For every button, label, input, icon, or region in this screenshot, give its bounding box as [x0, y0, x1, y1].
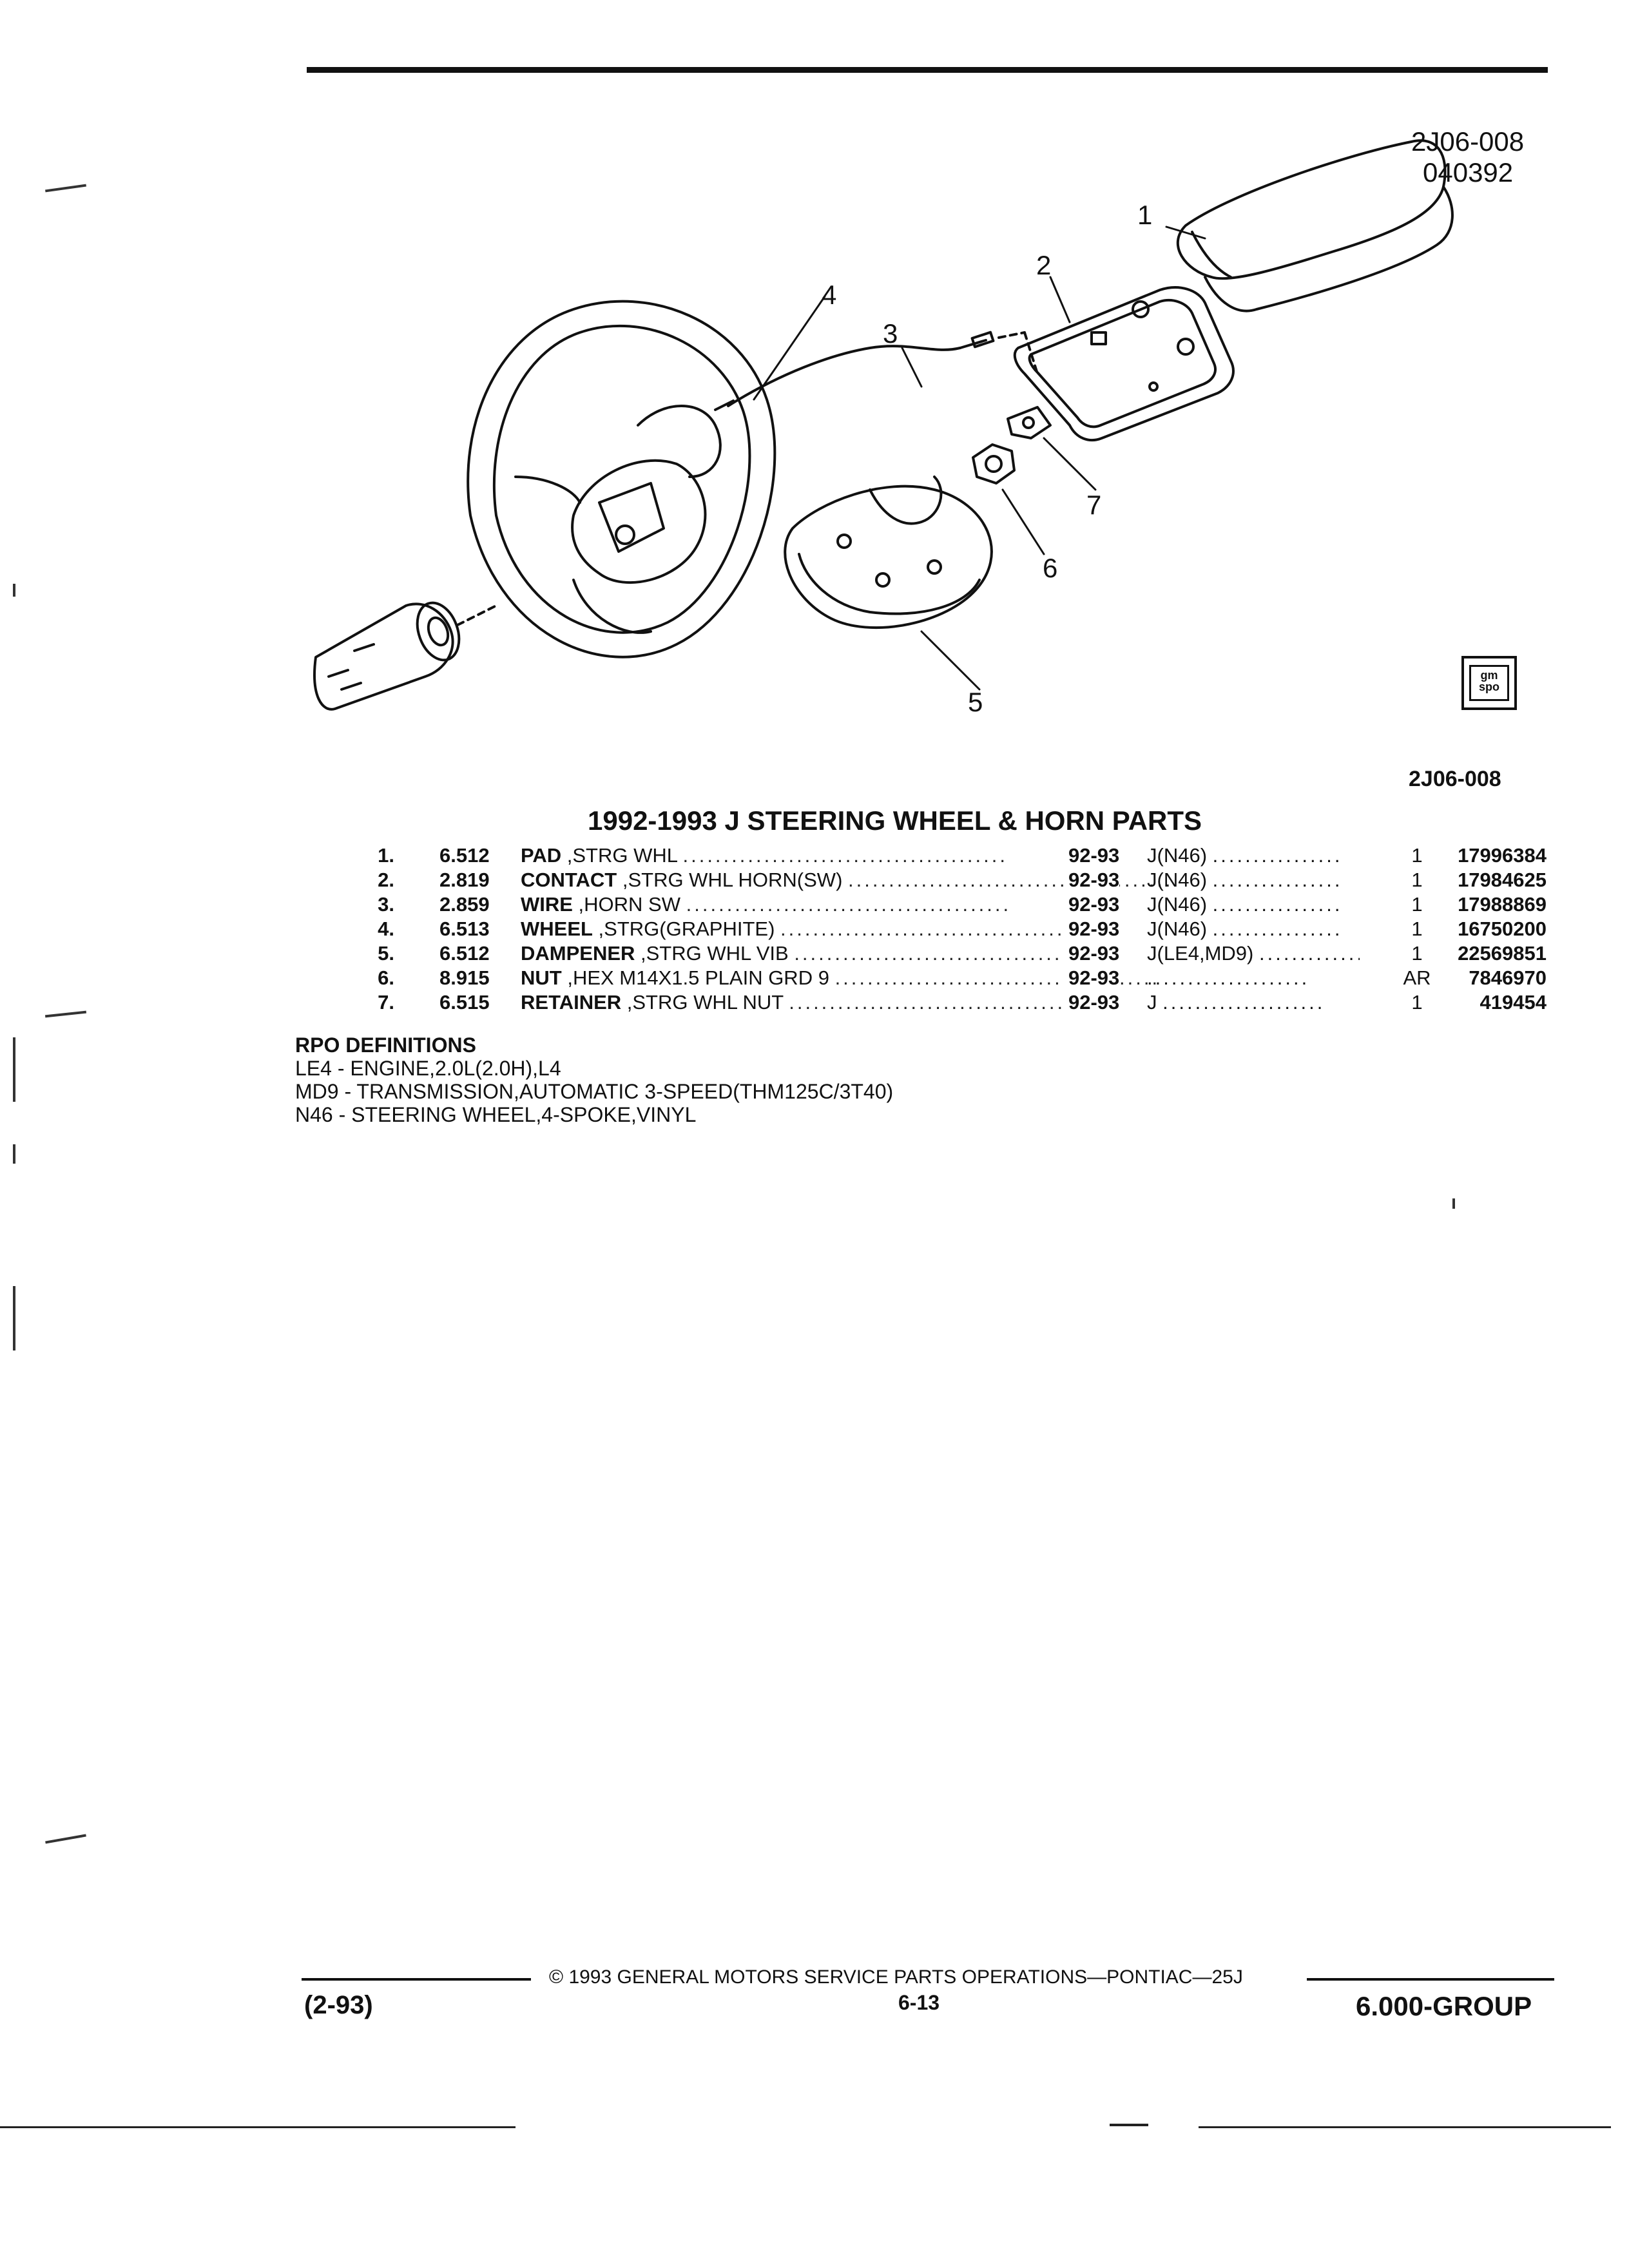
rpo-heading: RPO DEFINITIONS	[295, 1033, 476, 1057]
scan-line-bottom-left	[0, 2126, 516, 2128]
page-number: 6-13	[898, 1991, 940, 2014]
margin-mark	[13, 1144, 15, 1164]
parts-list: 1. 6.512 PAD ,STRG WHL .................…	[316, 844, 1559, 1015]
parts-row: 2. 2.819 CONTACT ,STRG WHL HORN(SW) ....…	[378, 869, 1547, 892]
parts-row: 7. 6.515 RETAINER ,STRG WHL NUT ........…	[378, 991, 1547, 1014]
rpo-item: MD9 - TRANSMISSION,AUTOMATIC 3-SPEED(THM…	[295, 1080, 894, 1103]
diagram-id-line2: 040392	[1423, 157, 1514, 187]
contact-part	[1013, 286, 1235, 442]
scan-line-bottom-right	[1199, 2126, 1611, 2128]
margin-mark	[13, 1286, 15, 1350]
retainer-part	[1007, 406, 1052, 439]
wire-part	[714, 331, 1039, 411]
diagram-id: 2J06-008 040392	[1411, 126, 1524, 188]
group-label: 6.000-GROUP	[1356, 1991, 1532, 2021]
leader-lines	[753, 226, 1206, 691]
copyright-notice: © 1993 GENERAL MOTORS SERVICE PARTS OPER…	[549, 1966, 1243, 1988]
callout-1: 1	[1137, 200, 1152, 230]
parts-row: 6. 8.915 NUT ,HEX M14X1.5 PLAIN GRD 9 ..…	[378, 966, 1547, 990]
rpo-definitions: RPO DEFINITIONS LE4 - ENGINE,2.0L(2.0H),…	[295, 1033, 893, 1126]
callout-4: 4	[822, 280, 836, 310]
exploded-parts-diagram: 1 2 3 4 5 6 7	[313, 139, 1454, 717]
gm-spo-logo: gm spo	[1461, 656, 1517, 710]
steering-column-part	[313, 601, 497, 711]
margin-mark	[13, 1037, 15, 1102]
dampener-part	[784, 476, 993, 629]
callout-2: 2	[1036, 250, 1051, 280]
parts-row: 3. 2.859 WIRE ,HORN SW .................…	[378, 893, 1547, 916]
margin-mark	[44, 1010, 87, 1018]
parts-row: 1. 6.512 PAD ,STRG WHL .................…	[378, 844, 1547, 867]
header-rule	[307, 67, 1548, 73]
callout-5: 5	[968, 687, 983, 717]
steering-wheel-part	[467, 300, 776, 658]
figure-reference: 2J06-008	[1409, 767, 1501, 791]
scan-line-bottom-mid	[1110, 2124, 1148, 2126]
callout-3: 3	[883, 318, 898, 349]
rpo-item: LE4 - ENGINE,2.0L(2.0H),L4	[295, 1057, 561, 1080]
callout-7: 7	[1086, 490, 1101, 520]
parts-row: 5. 6.512 DAMPENER ,STRG WHL VIB ........…	[378, 942, 1547, 965]
parts-row: 4. 6.513 WHEEL ,STRG(GRAPHITE) .........…	[378, 918, 1547, 941]
gm-spo-logo-mark: gm spo	[1469, 665, 1509, 701]
callout-6: 6	[1043, 553, 1057, 583]
margin-mark	[45, 184, 86, 193]
footer-rule-left	[302, 1978, 531, 1981]
pad-part	[1176, 139, 1454, 312]
section-title: 1992-1993 J STEERING WHEEL & HORN PARTS	[588, 805, 1202, 836]
margin-mark	[1452, 1198, 1455, 1209]
footer-rule-right	[1307, 1978, 1554, 1981]
revision-date: (2-93)	[304, 1991, 373, 2019]
nut-part	[972, 443, 1016, 485]
rpo-item: N46 - STEERING WHEEL,4-SPOKE,VINYL	[295, 1103, 697, 1126]
margin-mark	[13, 584, 15, 597]
margin-mark	[45, 1834, 86, 1844]
